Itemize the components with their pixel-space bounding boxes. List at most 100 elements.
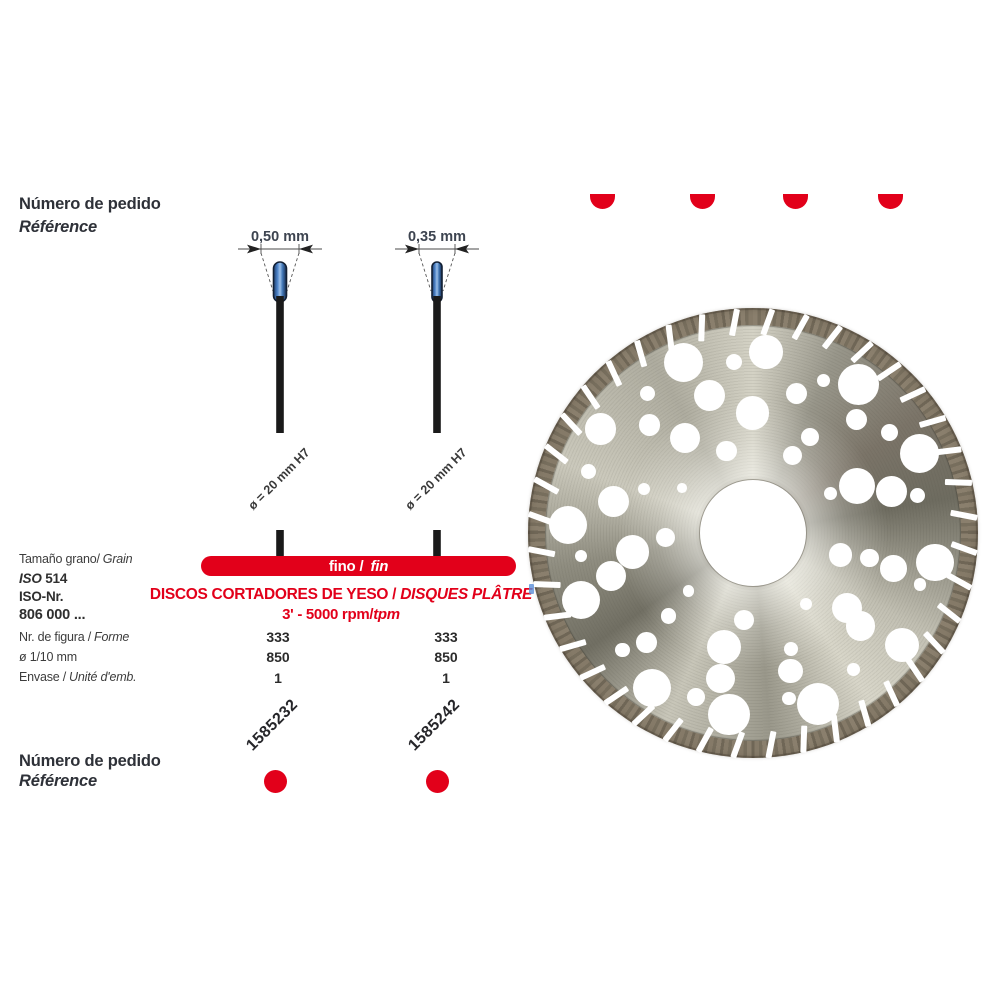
disc-hole (899, 433, 939, 473)
disc-hole (913, 578, 926, 591)
disc-hole (693, 379, 725, 411)
disc-hole (664, 342, 704, 382)
disc-hole (782, 445, 803, 466)
diameter-label: ø 1/10 mm (19, 650, 77, 664)
disc-hole (726, 353, 743, 370)
product-title-block: DISCOS CORTADORES DE YESO / DISQUES PLÂT… (140, 585, 542, 625)
order-dot-2 (426, 770, 449, 793)
grain-size-label-en: Grain (102, 552, 133, 566)
rim-slit (945, 478, 973, 485)
order-number-1: 1585232 (243, 696, 302, 755)
blade-shaft-lower-2 (433, 530, 441, 557)
disc-hole (910, 488, 926, 504)
product-title-es: DISCOS CORTADORES DE YESO (149, 586, 389, 603)
disc-hole (782, 691, 796, 706)
iso-standard: ISO 514 (19, 571, 67, 586)
figure-value-col1: 333 (266, 629, 290, 645)
disc-hole (880, 423, 898, 441)
disc-hole (561, 580, 600, 620)
disc-hole (639, 385, 656, 402)
grain-band-label: fino / (328, 557, 364, 575)
iso-nr-value: 806 000 ... (19, 607, 86, 623)
iso-number: 514 (45, 571, 68, 586)
disc-center-hole (700, 480, 806, 586)
disc-hole (636, 631, 657, 653)
disc-hole (824, 486, 837, 500)
disc-hole (682, 585, 695, 597)
disc-hole (817, 373, 831, 387)
order-label-bottom: Número de pedido Référence (19, 751, 161, 791)
figure-label-fr: Forme (94, 630, 130, 644)
product-title: DISCOS CORTADORES DE YESO / DISQUES PLÂT… (140, 585, 542, 604)
disc-hole (783, 641, 798, 656)
grain-size-label-es: Tamaño grano/ (19, 552, 100, 566)
dimension-arrow-right-1 (299, 244, 313, 254)
disc-hole (677, 482, 687, 493)
disc-hole (800, 598, 813, 611)
product-speed: 3' - 5000 rpm/tpm (140, 604, 542, 625)
partial-dot (589, 194, 615, 209)
disc-hole (706, 629, 741, 664)
photo-edge-artifact (529, 584, 534, 594)
disc-hole (638, 414, 661, 437)
disc-hole (580, 464, 596, 480)
disc-hole (655, 527, 676, 548)
partial-dot (689, 194, 715, 209)
extension-line (260, 252, 274, 292)
disc-hole (839, 468, 875, 505)
disc-hole (828, 543, 853, 567)
product-title-fr: DISQUES PLÂTRE (400, 586, 533, 603)
partial-dot (877, 194, 903, 209)
iso-nr-label: ISO-Nr. (19, 589, 64, 604)
order-label-top: Número de pedido Référence (19, 193, 161, 239)
order-label-top-line2: Référence (19, 218, 97, 236)
disc-hole (785, 382, 808, 405)
order-label-bottom-line2: Référence (19, 772, 97, 790)
disc-hole (633, 669, 672, 708)
order-dot-1 (264, 770, 287, 793)
grain-band: fino / fin (201, 556, 516, 576)
disc-hole (716, 440, 737, 462)
disc-hole (660, 608, 677, 624)
dimension-arrow-left-1 (247, 244, 261, 254)
disc-hole (884, 627, 920, 663)
disc-hole (669, 422, 701, 454)
disc-hole (831, 593, 863, 624)
blade-shaft-upper-1 (276, 296, 284, 433)
speed-unit-fr: tpm (373, 606, 400, 623)
dimension-arrow-right-2 (455, 244, 469, 254)
blade-diagram-1: 0,50 mm ø = 20 mm H7 (238, 229, 322, 557)
rim-slit (533, 581, 561, 588)
disc-hole (875, 476, 907, 507)
disc-hole (796, 682, 839, 726)
disc-hole (708, 693, 750, 736)
disc-hole (733, 610, 754, 631)
disc-hole (706, 664, 736, 693)
bore-label-1: ø = 20 mm H7 (245, 445, 312, 512)
diameter-value-col2: 850 (434, 649, 458, 665)
disc-hole (549, 505, 588, 545)
disc-hole (778, 658, 803, 683)
disc-hole (847, 663, 860, 676)
disc-photo (527, 307, 979, 759)
disc-hole (749, 335, 783, 369)
blade-diagrams: 0,50 mm ø = 20 mm H7 0,35 mm ø = (238, 229, 479, 557)
order-label-top-line1: Número de pedido (19, 195, 161, 213)
grain-size-label: Tamaño grano/Grain (19, 552, 133, 566)
grain-band-label-fr: fin (370, 557, 389, 575)
disc-hole (860, 548, 879, 568)
blade-shaft-upper-2 (433, 296, 441, 433)
diameter-row-label: ø 1/10 mm (19, 650, 80, 664)
packaging-label-es: Envase / (19, 670, 67, 684)
extension-line (286, 252, 300, 292)
disc-hole (615, 642, 630, 658)
blade-width-label-1: 0,50 mm (251, 229, 309, 245)
extension-line (442, 252, 456, 292)
packaging-row-label: Envase /Unité d'emb. (19, 670, 137, 684)
disc-hole (801, 427, 820, 446)
disc-hole (845, 408, 867, 430)
disc-hole (615, 535, 650, 569)
packaging-value-col1: 1 (274, 670, 282, 686)
blade-diagram-2: 0,35 mm ø = 20 mm H7 (395, 229, 479, 557)
partial-dot (782, 194, 808, 209)
